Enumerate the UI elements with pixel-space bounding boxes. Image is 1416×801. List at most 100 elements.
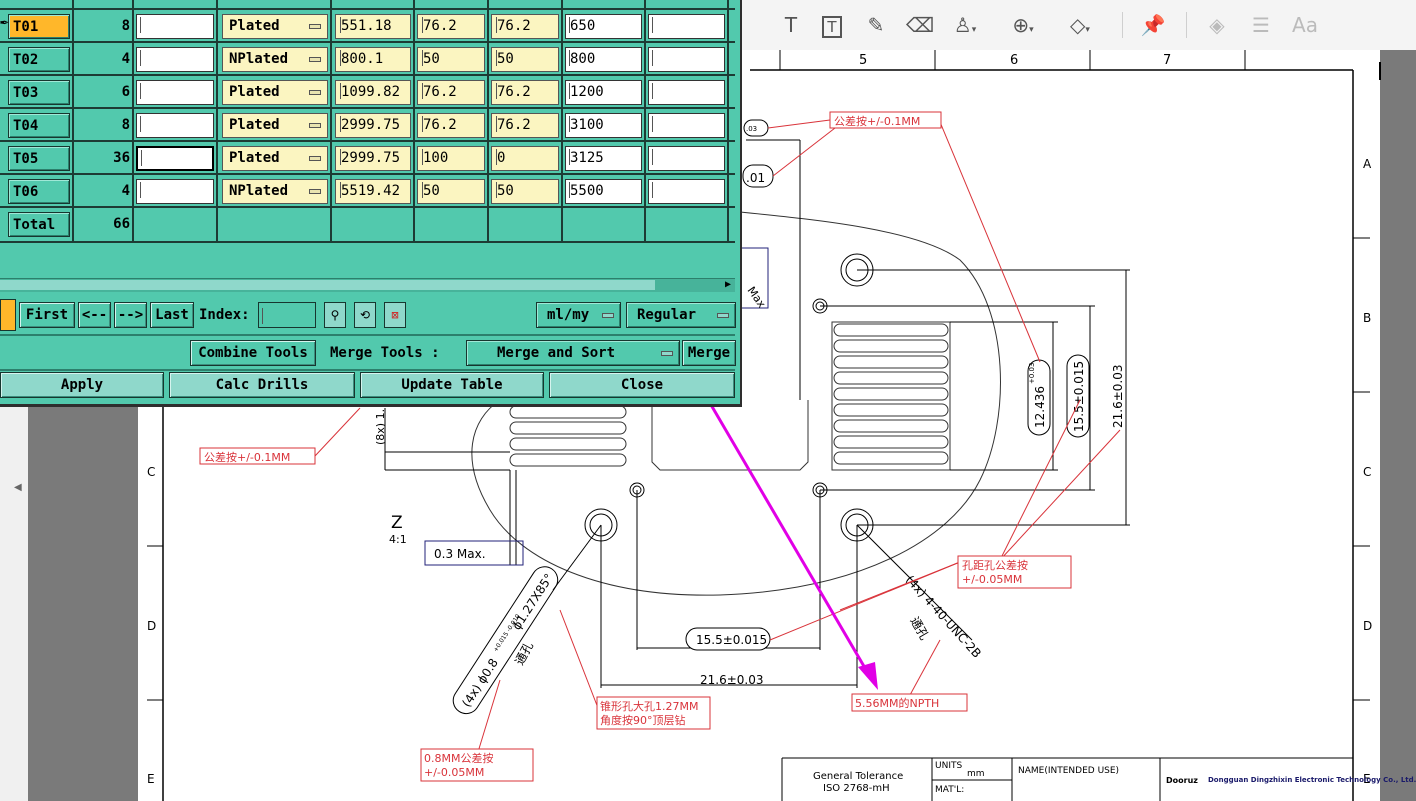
collapse-arrow-icon[interactable]: ◀ (14, 482, 22, 493)
minus-tolerance-input[interactable]: 50 (491, 179, 559, 204)
finished-size-input[interactable]: 3125 (565, 146, 642, 171)
units-dropdown[interactable]: ml/my (536, 302, 621, 328)
hole-pitch-note: +/-0.05MM (962, 573, 1022, 586)
prev-button[interactable]: <-- (78, 302, 111, 328)
drill-size-input[interactable]: 551.18 (335, 14, 411, 39)
plating-select[interactable]: Plated (222, 80, 328, 105)
drill-size-input[interactable]: 800.1 (335, 47, 411, 72)
lines-icon[interactable]: ☰ (1252, 13, 1270, 37)
drill-size-input[interactable]: 2999.75 (335, 146, 411, 171)
finished-size-input[interactable]: 1200 (565, 80, 642, 105)
drill-size-input[interactable]: 1099.82 (335, 80, 411, 105)
tool-name-button[interactable]: T03 (8, 80, 70, 105)
finished-size-input[interactable]: 650 (565, 14, 642, 39)
tool-comment-input[interactable] (136, 14, 214, 39)
tool-qty: 4 (121, 183, 130, 199)
plating-select[interactable]: Plated (222, 146, 328, 171)
apply-button[interactable]: Apply (0, 372, 164, 398)
font-size-icon[interactable]: Aa (1292, 13, 1318, 37)
minus-tolerance-input[interactable]: 76.2 (491, 80, 559, 105)
plating-select[interactable]: NPlated (222, 179, 328, 204)
attach-icon[interactable]: ⊕▾ (1012, 13, 1034, 37)
dimension-label: .03 (746, 125, 757, 133)
minus-tolerance-input[interactable]: 76.2 (491, 113, 559, 138)
nav-left-stub[interactable] (0, 299, 16, 331)
drill-size-input[interactable]: 2999.75 (335, 113, 411, 138)
tool-name-button[interactable]: T05 (8, 146, 70, 171)
tool-qty: 4 (121, 51, 130, 67)
textbox-icon[interactable]: T (817, 10, 847, 40)
finished-size-input[interactable]: 5500 (565, 179, 642, 204)
row-letter: C (147, 465, 155, 479)
combine-tools-button[interactable]: Combine Tools (190, 340, 316, 366)
extra-input[interactable] (648, 80, 725, 105)
plus-tolerance-input[interactable]: 76.2 (417, 113, 485, 138)
minus-tolerance-input[interactable]: 0 (491, 146, 559, 171)
row-letter: E (1363, 772, 1371, 786)
taper-note: 锥形孔大孔1.27MM (600, 699, 698, 713)
extra-input[interactable] (648, 146, 725, 171)
tool-name-button[interactable]: T01 (8, 14, 70, 39)
plating-select[interactable]: NPlated (222, 47, 328, 72)
company-logo: Dooruz (1166, 776, 1198, 785)
scroll-right-arrow-icon[interactable]: ▶ (724, 279, 731, 290)
dimension-label: 12.436 (1033, 386, 1047, 428)
minus-tolerance-input[interactable]: 50 (491, 47, 559, 72)
fill-icon[interactable]: ◈ (1209, 13, 1225, 37)
tool-comment-input[interactable] (136, 47, 214, 72)
plus-tolerance-input[interactable]: 50 (417, 179, 485, 204)
finished-size-input[interactable]: 800 (565, 47, 642, 72)
merge-button[interactable]: Merge (682, 340, 736, 366)
plus-tolerance-input[interactable]: 76.2 (417, 14, 485, 39)
mode-dropdown[interactable]: Regular (626, 302, 736, 328)
finished-size-input[interactable]: 3100 (565, 113, 642, 138)
shape-icon[interactable]: ◇▾ (1070, 13, 1090, 37)
calc-drills-button[interactable]: Calc Drills (169, 372, 355, 398)
plating-select[interactable]: Plated (222, 113, 328, 138)
tool-name-button[interactable]: T02 (8, 47, 70, 72)
tool-name-button[interactable]: T04 (8, 113, 70, 138)
minus-tolerance-input[interactable]: 76.2 (491, 14, 559, 39)
merge-mode-dropdown[interactable]: Merge and Sort (466, 340, 680, 366)
plating-select[interactable]: Plated (222, 14, 328, 39)
vertical-scrollbar[interactable] (1380, 50, 1416, 801)
text-icon[interactable]: T (784, 13, 798, 37)
next-button[interactable]: --> (114, 302, 147, 328)
plus-tolerance-input[interactable]: 76.2 (417, 80, 485, 105)
general-tolerance-label: General Tolerance (813, 771, 903, 782)
horizontal-scrollbar[interactable]: ▶ (0, 278, 735, 292)
search-icon[interactable]: ⚲ (324, 302, 346, 328)
stamp-icon[interactable]: ♙▾ (953, 13, 977, 37)
tool-comment-input[interactable] (136, 146, 214, 171)
extra-input[interactable] (648, 47, 725, 72)
merge-tools-label: Merge Tools : (330, 345, 440, 361)
update-table-button[interactable]: Update Table (360, 372, 544, 398)
drill-size-input[interactable]: 5519.42 (335, 179, 411, 204)
extra-input[interactable] (648, 113, 725, 138)
plus-tolerance-input[interactable]: 100 (417, 146, 485, 171)
dimension-label: 0.3 Max. (434, 547, 486, 561)
refresh-icon[interactable]: ⟲ (354, 302, 376, 328)
tool-comment-input[interactable] (136, 113, 214, 138)
tolerance-note: 公差按+/-0.1MM (204, 450, 290, 464)
first-button[interactable]: First (19, 302, 75, 328)
tool-comment-input[interactable] (136, 179, 214, 204)
tool-comment-input[interactable] (136, 80, 214, 105)
close-button[interactable]: Close (549, 372, 735, 398)
extra-input[interactable] (648, 14, 725, 39)
tool-name-button[interactable]: T06 (8, 179, 70, 204)
pin-icon[interactable]: 📌 (1140, 13, 1166, 37)
delete-icon[interactable]: ⊠ (384, 302, 406, 328)
name-label: NAME(INTENDED USE) (1018, 766, 1119, 776)
eraser-icon[interactable]: ⌫ (905, 13, 935, 37)
extra-input[interactable] (648, 179, 725, 204)
through-hole-label: 通孔 (907, 615, 931, 643)
pen-icon[interactable]: ✎ (867, 13, 885, 37)
index-input[interactable] (258, 302, 316, 328)
row-letter: B (1363, 311, 1371, 325)
plus-tolerance-input[interactable]: 50 (417, 47, 485, 72)
last-button[interactable]: Last (150, 302, 194, 328)
